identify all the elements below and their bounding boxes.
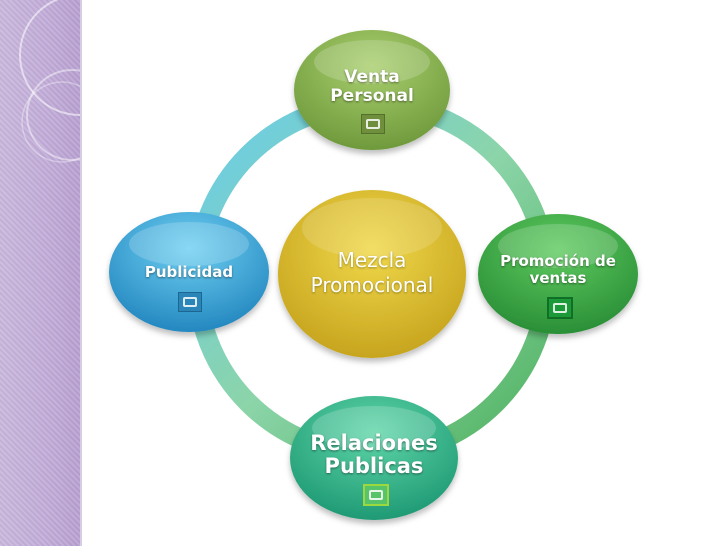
- node-publicidad: [109, 212, 269, 332]
- gloss: [302, 198, 442, 258]
- gloss: [129, 222, 249, 266]
- sound-button-relaciones-publicas[interactable]: [363, 484, 389, 506]
- node-venta-personal: [294, 30, 450, 150]
- node-relaciones-publicas: [290, 396, 458, 520]
- decorative-circles: [19, 0, 80, 163]
- label-promocion-ventas: Promoción de ventas: [500, 252, 616, 287]
- gloss: [312, 406, 436, 450]
- label-publicidad: Publicidad: [144, 263, 234, 281]
- center-label: Mezcla Promocional: [310, 248, 434, 297]
- label-venta-personal: Venta Personal: [330, 67, 414, 106]
- label-relaciones-publicas: Relaciones Publicas: [310, 431, 438, 479]
- node-promocion-ventas: [478, 214, 638, 334]
- sound-button-publicidad[interactable]: [178, 292, 202, 312]
- sound-button-venta-personal[interactable]: [361, 114, 385, 134]
- gloss: [498, 224, 618, 268]
- center-circle: [278, 190, 466, 358]
- sound-button-promocion-ventas[interactable]: [547, 297, 573, 319]
- decorative-sidebar: [0, 0, 82, 546]
- gloss: [314, 40, 430, 84]
